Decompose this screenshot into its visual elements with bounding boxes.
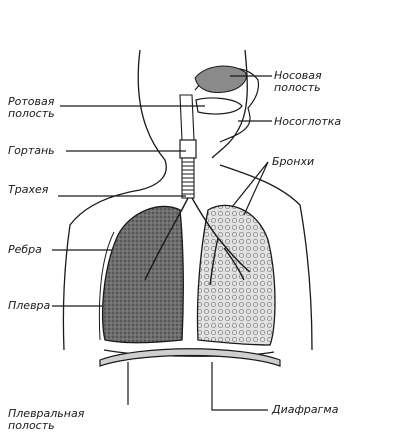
trachea-shape xyxy=(182,158,194,198)
bronchi-label: Бронхи xyxy=(272,156,314,168)
ribs-label: Ребра xyxy=(8,244,42,256)
oral-cavity-label-line2: полость xyxy=(8,107,55,120)
oral-cavity-label: Ротовая полость xyxy=(8,96,55,120)
trachea-label: Трахея xyxy=(8,184,48,196)
nasopharynx-label: Носоглотка xyxy=(274,116,341,128)
pleura-label: Плевра xyxy=(8,300,50,312)
pleural-cavity-label-line2: полость xyxy=(8,419,55,432)
nasal-cavity-shape xyxy=(195,66,246,92)
pleural-cavity-label: Плевральная полость xyxy=(8,408,84,432)
nasal-cavity-label-line2: полость xyxy=(274,81,321,94)
diaphragm-shape xyxy=(100,349,280,366)
larynx-label: Гортань xyxy=(8,145,55,157)
larynx-shape xyxy=(180,140,196,158)
diaphragm-label: Диафрагма xyxy=(272,404,338,416)
pharynx-shape xyxy=(180,95,194,140)
left-lung-shape xyxy=(103,206,184,342)
nasal-cavity-label: Носовая полость xyxy=(274,70,322,94)
